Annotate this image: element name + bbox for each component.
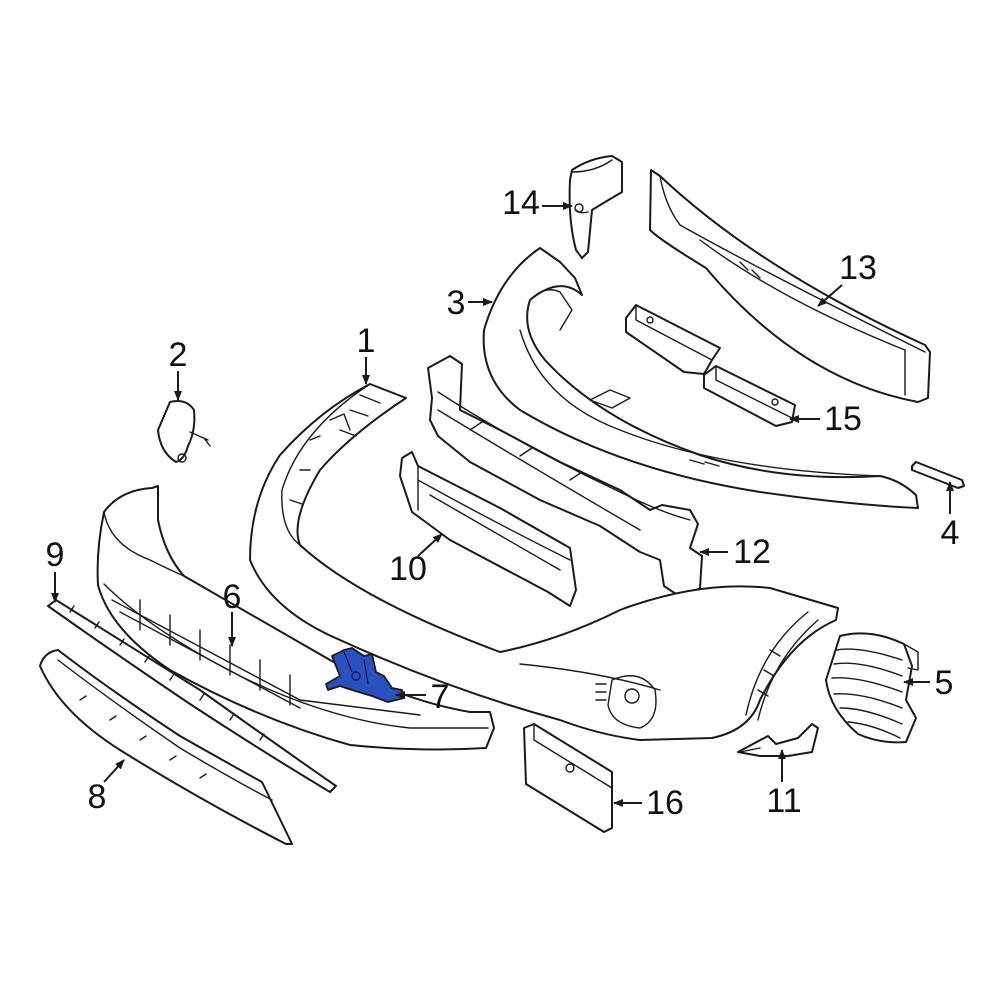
part-2-sensor-bracket[interactable] [157, 400, 211, 463]
part-11-small-bracket[interactable] [737, 723, 819, 757]
callout-8: 8 [88, 778, 107, 816]
callout-13: 13 [839, 249, 877, 287]
callout-9: 9 [46, 536, 65, 574]
part-12-lower-reinforcement[interactable] [427, 355, 703, 599]
callout-11: 11 [766, 782, 801, 820]
callout-12: 12 [733, 533, 771, 571]
callout-6: 6 [223, 578, 242, 616]
leader-10 [417, 533, 443, 557]
part-4-trim-strip[interactable] [911, 461, 965, 489]
part-15-absorber[interactable] [625, 304, 796, 427]
callout-14: 14 [502, 184, 540, 222]
part-1-bumper-cover[interactable] [249, 383, 839, 741]
part-9-trim-strip[interactable] [47, 599, 337, 793]
callout-15: 15 [824, 400, 862, 438]
callout-3: 3 [447, 284, 466, 322]
part-16-license-bracket[interactable] [523, 723, 613, 833]
callout-4: 4 [941, 514, 960, 552]
part-8-lower-molding[interactable] [39, 649, 293, 845]
callout-1: 1 [357, 322, 376, 360]
part-3-upper-support[interactable] [482, 247, 919, 509]
part-5-fog-grille[interactable] [825, 632, 919, 744]
leader-8 [103, 759, 125, 783]
part-6-lower-valance[interactable] [96, 485, 495, 751]
part-10-energy-absorber[interactable] [399, 451, 577, 607]
callout-7: 7 [431, 678, 450, 716]
part-14-side-bracket[interactable] [568, 155, 623, 259]
callout-16: 16 [646, 784, 684, 822]
leader-13 [817, 284, 843, 307]
callout-2: 2 [169, 336, 188, 374]
callout-5: 5 [935, 664, 954, 702]
part-13-reinforcement[interactable] [649, 169, 931, 403]
callout-10: 10 [389, 550, 427, 588]
